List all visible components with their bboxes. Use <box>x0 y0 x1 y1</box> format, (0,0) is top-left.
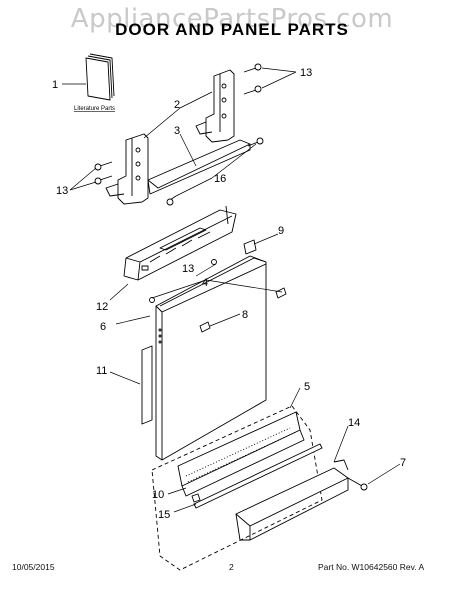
callout-4: 4 <box>202 277 208 289</box>
literature-booklet <box>85 53 115 101</box>
insulation-strip <box>141 345 153 425</box>
literature-label: Literature Parts <box>74 106 115 112</box>
screw-rail-right <box>247 137 264 147</box>
hinge-bracket-left <box>105 133 149 205</box>
hinge-bracket-right <box>195 69 235 143</box>
kickplate <box>235 459 349 541</box>
callout-9: 9 <box>278 225 284 237</box>
watermark-text: AppliancePartsPros.com <box>70 4 394 34</box>
screw-left-a <box>94 161 113 171</box>
panel-clip <box>199 287 287 333</box>
callout-13-upper: 13 <box>300 67 312 79</box>
callout-8: 8 <box>242 309 248 321</box>
callout-14: 14 <box>348 417 360 429</box>
callout-15: 15 <box>158 509 170 521</box>
callout-16: 16 <box>214 173 226 185</box>
screw-console-b <box>149 297 155 303</box>
callout-6: 6 <box>100 321 106 333</box>
screw-left-b <box>94 175 113 185</box>
screw-upper-right-b <box>243 85 262 95</box>
toe-panel-sponge <box>177 411 305 497</box>
callout-3: 3 <box>174 125 180 137</box>
footer-date: 10/05/2015 <box>12 562 55 572</box>
kickplate-dashed-box <box>151 405 323 571</box>
bracket-rail <box>147 139 251 195</box>
rating-label <box>243 239 257 255</box>
callout-7: 7 <box>400 457 406 469</box>
page-title: DOOR AND PANEL PARTS <box>115 20 349 39</box>
callout-11: 11 <box>96 365 107 377</box>
trim-strip <box>191 443 323 509</box>
callout-5: 5 <box>304 381 310 393</box>
screw-rail-left <box>166 195 177 206</box>
leader-lines <box>62 67 401 513</box>
footer-page-number: 2 <box>229 562 234 572</box>
screw-upper-right-a <box>243 63 262 73</box>
callout-2: 2 <box>174 99 180 111</box>
callout-13-left: 13 <box>56 185 68 197</box>
callout-1: 1 <box>52 79 58 91</box>
callout-12: 12 <box>96 301 108 313</box>
callout-10: 10 <box>152 489 164 501</box>
control-console <box>123 205 237 281</box>
door-panel <box>155 255 267 461</box>
footer-part-number: Part No. W10642560 Rev. A <box>318 562 425 572</box>
callout-13-console: 13 <box>182 263 194 275</box>
screw-console-a <box>211 259 217 265</box>
screw-kickplate <box>347 477 368 491</box>
